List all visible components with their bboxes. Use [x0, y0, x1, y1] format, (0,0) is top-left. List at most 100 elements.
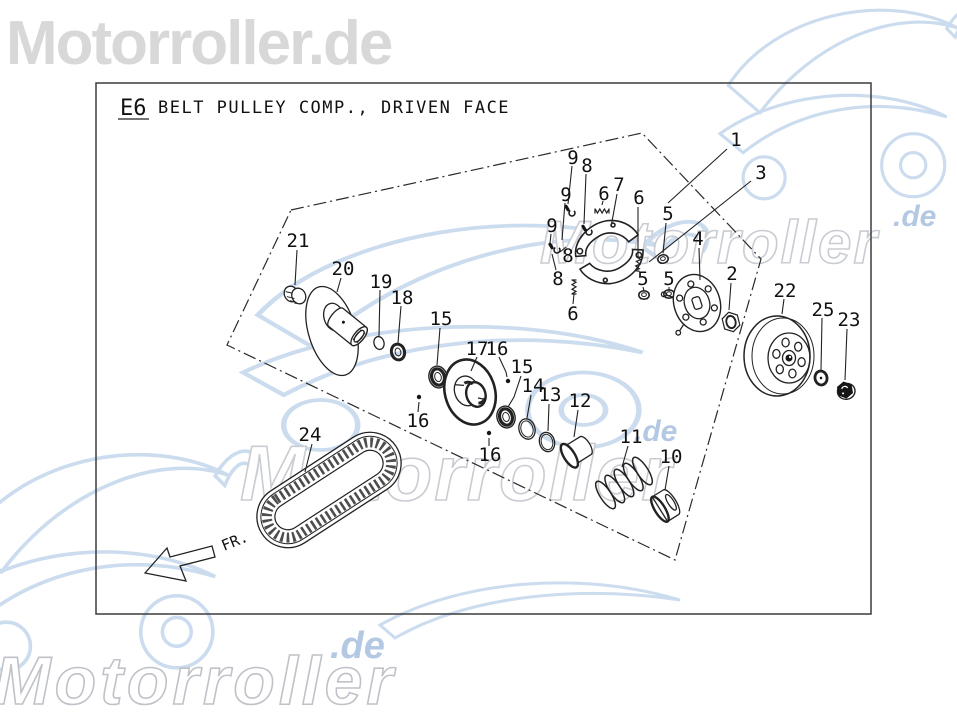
- part-16-dowel-pin: [416, 394, 422, 400]
- part-19-ring: [373, 335, 385, 351]
- leader-line-9: [561, 202, 566, 241]
- leader-line-16: [498, 356, 508, 378]
- part-16-dowel-pin: [486, 430, 492, 436]
- watermark-word: Motorroller: [0, 643, 397, 716]
- part-number-6: 6: [598, 183, 609, 205]
- watermark-logo-top: Motorroller.de: [6, 9, 392, 78]
- part-number-15: 15: [511, 356, 534, 378]
- part-number-20: 20: [332, 258, 355, 280]
- part-4-drive-plate: [660, 273, 722, 336]
- part-number-24: 24: [299, 424, 322, 446]
- leader-line-13: [547, 403, 550, 432]
- part-15-bearing: [492, 402, 520, 432]
- drawing-frame: E6 BELT PULLEY COMP., DRIVEN FACE: [95, 82, 872, 615]
- part-number-23: 23: [838, 309, 861, 331]
- watermark-middle-right: Motorroller .de: [539, 200, 936, 277]
- leader-line-14: [526, 394, 532, 419]
- leader-line-15: [507, 375, 522, 408]
- part-17-driven-face-movable: [443, 358, 497, 426]
- part-7-clutch-shoe-assembly: [574, 219, 644, 285]
- leader-line-6: [601, 200, 604, 206]
- part-number-8: 8: [552, 268, 563, 290]
- part-number-10: 10: [660, 446, 683, 468]
- part-18-oil-seal: [389, 342, 407, 362]
- leader-line-8: [551, 253, 557, 271]
- part-2-lock-nut: [721, 311, 741, 333]
- leader-line-7: [610, 193, 618, 228]
- part-16-dowel-pin: [505, 378, 511, 384]
- diagram-code: E6: [120, 96, 147, 121]
- watermark-tld: .de: [330, 625, 385, 667]
- leader-line-5: [662, 222, 667, 254]
- part-20-driven-face-fixed: [305, 285, 368, 377]
- leader-line-9: [549, 233, 552, 244]
- part-number-5: 5: [663, 268, 674, 290]
- part-number-8: 8: [581, 155, 592, 177]
- leader-line-24: [304, 443, 313, 473]
- leader-line-9: [567, 165, 573, 205]
- leader-line-25: [820, 317, 823, 371]
- part-number-16: 16: [479, 444, 502, 466]
- part-25-washer: [813, 369, 829, 387]
- part-number-2: 2: [726, 263, 737, 285]
- part-6-spring: [570, 279, 578, 295]
- part-number-9: 9: [567, 147, 578, 169]
- part-number-9: 9: [546, 215, 557, 237]
- leader-line-16: [417, 401, 420, 413]
- watermark-logo-bottom: Motorroller .de: [0, 625, 397, 716]
- assembly-boundary: [226, 132, 762, 561]
- part-5-nut: [637, 289, 651, 301]
- watermark-scooter-art: [0, 5, 957, 673]
- diagram-title: BELT PULLEY COMP., DRIVEN FACE: [158, 98, 510, 118]
- watermark-tld: .de: [893, 200, 936, 233]
- part-number-18: 18: [391, 287, 414, 309]
- part-number-9: 9: [560, 184, 571, 206]
- part-21-bushing: [283, 285, 307, 305]
- part-number-5: 5: [662, 203, 673, 225]
- leader-line-17: [470, 356, 478, 372]
- part-24-drive-belt: [256, 431, 402, 549]
- part-number-12: 12: [569, 390, 592, 412]
- leader-line-12: [573, 409, 579, 438]
- part-number-13: 13: [539, 384, 562, 406]
- leader-line-10: [664, 465, 670, 491]
- part-number-5: 5: [637, 268, 648, 290]
- leader-line-11: [621, 445, 629, 468]
- leader-line-4: [698, 247, 701, 281]
- part-number-14: 14: [522, 375, 545, 397]
- part-12-spring-seat: [559, 435, 593, 469]
- part-number-21: 21: [287, 230, 310, 252]
- leader-line-15: [436, 327, 441, 366]
- part-number-15: 15: [430, 308, 453, 330]
- watermark-word: Motorroller: [540, 209, 880, 276]
- leader-line-18: [397, 305, 402, 344]
- leader-line-23: [844, 328, 848, 381]
- part-23-flange-nut: [836, 381, 856, 401]
- leader-line-5: [642, 286, 645, 292]
- part-number-1: 1: [730, 129, 741, 151]
- part-number-11: 11: [620, 426, 643, 448]
- leader-line-8: [559, 246, 567, 253]
- leader-line-3: [648, 180, 752, 263]
- part-number-17: 17: [466, 338, 489, 360]
- fr-label: FR.: [219, 528, 251, 555]
- leader-line-1: [667, 148, 728, 204]
- exploded-parts-drawing: [256, 204, 856, 549]
- part-number-8: 8: [562, 245, 573, 267]
- part-number-16: 16: [407, 410, 430, 432]
- leader-line-6: [572, 293, 575, 305]
- part-number-4: 4: [692, 228, 703, 250]
- leader-line-2: [728, 282, 732, 311]
- part-number-7: 7: [613, 174, 624, 196]
- part-number-19: 19: [370, 271, 393, 293]
- leader-line-22: [781, 298, 785, 315]
- part-number-22: 22: [774, 280, 797, 302]
- part-number-6: 6: [633, 187, 644, 209]
- part-13-ring: [538, 431, 556, 453]
- watermark-swoosh: [377, 581, 681, 640]
- part-number-3: 3: [755, 162, 766, 184]
- part-number-6: 6: [567, 303, 578, 325]
